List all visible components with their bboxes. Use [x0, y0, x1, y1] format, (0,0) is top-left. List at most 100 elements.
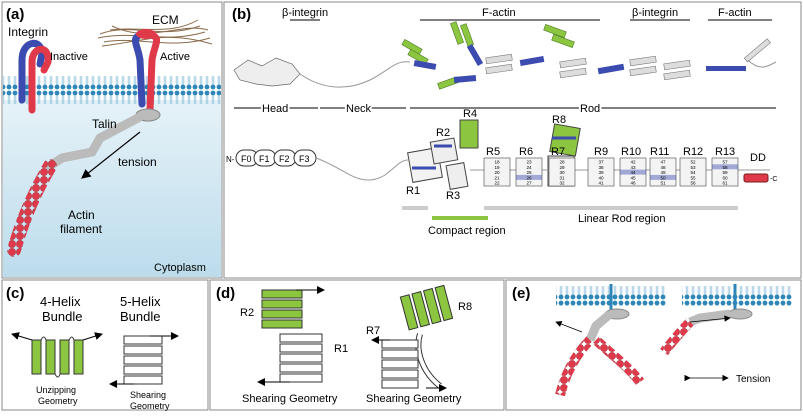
n-terminus-label: N-	[226, 155, 235, 164]
ferm-domains: F0 F1 F2 F3	[235, 149, 317, 167]
four-helix-bundle	[11, 332, 103, 378]
five-helix-label-2: Bundle	[120, 309, 160, 324]
rod-bar-boxes: 1819202122232425262728293031323738394041…	[483, 157, 739, 187]
r3-label: R3	[446, 190, 460, 202]
helix-number: 50	[660, 175, 666, 180]
helix-number: 26	[526, 175, 532, 180]
talin-label: Talin	[92, 117, 117, 131]
unzipping-label-1: Unzipping	[36, 385, 76, 395]
ferm-f3: F3	[299, 154, 310, 164]
four-helix-label-1: 4-Helix	[40, 294, 81, 309]
helix-number: 47	[660, 160, 666, 165]
panel-d-r7-label: R7	[366, 325, 380, 337]
neck-linker	[315, 157, 409, 181]
panel-e: (e) Tension	[505, 279, 802, 411]
active-integrin	[131, 29, 161, 114]
helix-number: 38	[598, 165, 604, 170]
helix-number: 45	[630, 175, 636, 180]
helix-number: 20	[494, 170, 500, 175]
panel-d-r2-label: R2	[240, 307, 254, 319]
talin-rod-right	[688, 309, 731, 327]
helix-number: 42	[630, 160, 636, 165]
rod-label-r10: R10	[621, 146, 641, 158]
helix-number: 55	[690, 175, 696, 180]
panel-e-letter: (e)	[512, 285, 530, 302]
r7-bundle	[371, 336, 447, 392]
actin-left-2	[592, 336, 645, 386]
talin-molecule	[45, 108, 161, 171]
ferm-f1: F1	[259, 154, 270, 164]
beta-integrin-label-1: β-integrin	[282, 7, 328, 19]
force-arrow-left	[555, 321, 583, 333]
rod-bar-box	[711, 157, 739, 187]
actin-right	[660, 318, 694, 356]
helix-number: 52	[690, 160, 696, 165]
r1-label: R1	[406, 185, 420, 197]
helix-number: 21	[494, 175, 500, 180]
helix-number: 22	[494, 181, 500, 186]
rod-bar-box	[679, 157, 707, 187]
helix-number: 24	[526, 165, 532, 170]
cytoplasm-label: Cytoplasm	[154, 262, 206, 274]
tension-arrow	[81, 131, 141, 179]
shearing-label-2: Geometry	[130, 401, 170, 411]
helix-highlight	[516, 174, 542, 180]
actin-label-line1: Actin	[68, 208, 95, 222]
rod-label-r7: R7	[551, 146, 565, 158]
talin-head-right	[727, 308, 753, 320]
actin-label-line2: filament	[60, 222, 103, 236]
tension-label: tension	[118, 155, 157, 169]
helix-number: 43	[630, 165, 636, 170]
panel-d-border	[209, 279, 505, 411]
c-terminus-label: -C	[770, 176, 777, 183]
head-label: Head	[262, 103, 288, 115]
force-arrow-right	[689, 315, 731, 323]
compact-region-bar	[432, 216, 488, 220]
grey-helices	[485, 38, 771, 81]
helix-number: 37	[598, 160, 604, 165]
inactive-label: Inactive	[50, 51, 88, 63]
helix-number: 60	[722, 175, 728, 180]
panel-c: (c) 4-Helix Bundle 5-Helix Bundle Unzipp…	[1, 279, 209, 411]
integrin-label: Integrin	[8, 25, 48, 39]
blue-helices-1	[413, 43, 746, 83]
ferm-f2: F2	[279, 154, 290, 164]
rod-label-r9: R9	[594, 146, 608, 158]
panel-e-membrane-right	[682, 286, 792, 306]
helix-number: 29	[559, 165, 565, 170]
helix-number: 28	[559, 160, 565, 165]
panel-a: (a) ECM Integrin Inactive Active Talin t…	[1, 1, 223, 279]
linear-rod-region-label: Linear Rod region	[578, 213, 665, 225]
r8-bundle	[399, 284, 454, 331]
shearing-label-1: Shearing	[130, 390, 166, 400]
shearing-geometry-label-right: Shearing Geometry	[366, 393, 462, 405]
helix-highlight	[712, 164, 738, 170]
rod-label-r6: R6	[519, 146, 533, 158]
panel-b-letter: (b)	[232, 6, 251, 23]
helix-number: 41	[598, 181, 604, 186]
rod-label-r11: R11	[650, 146, 669, 158]
helix-number: 58	[722, 165, 728, 170]
rod-label: Rod	[580, 103, 600, 115]
four-helix-label-2: Bundle	[42, 309, 82, 324]
panel-c-border	[1, 279, 209, 411]
linear-rod-region-bar	[484, 206, 738, 210]
factin-label-2: F-actin	[718, 7, 752, 19]
inactive-integrin	[18, 40, 52, 114]
rod-bar-box	[587, 157, 615, 187]
helix-number: 25	[526, 170, 532, 175]
factin-label-1: F-actin	[482, 7, 516, 19]
r4-box	[459, 119, 479, 149]
cell-membrane	[3, 74, 221, 104]
rod-bar-box	[548, 157, 576, 187]
rod-bar-box	[649, 157, 677, 187]
helix-highlight	[620, 169, 646, 175]
rod-bar-box	[619, 157, 647, 187]
rod-bar-box	[515, 157, 543, 187]
r8-label: R8	[552, 114, 566, 126]
five-helix-bundle	[109, 332, 179, 388]
helix-number: 54	[690, 170, 696, 175]
compact-region-label: Compact region	[428, 225, 506, 237]
ferm-f0: F0	[241, 154, 252, 164]
